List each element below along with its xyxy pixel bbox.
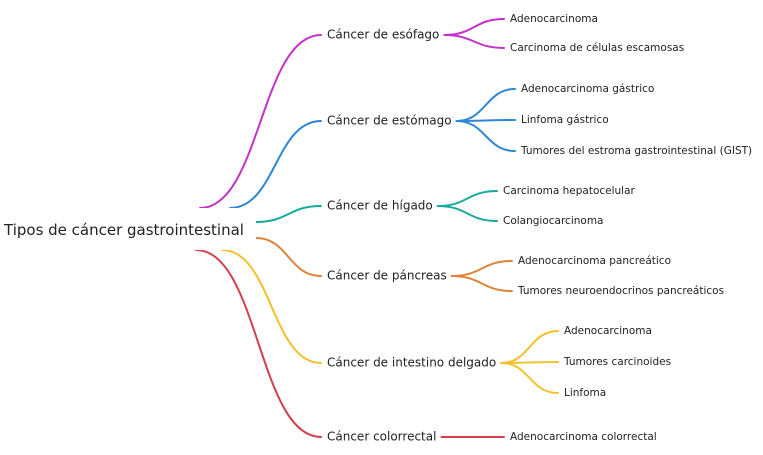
leaf-node-label: Linfoma gástrico [521, 114, 609, 126]
branch-node-label: Cáncer de hígado [327, 199, 433, 213]
leaf-node-label: Colangiocarcinoma [503, 215, 604, 227]
leaf-node-label: Carcinoma hepatocelular [503, 185, 636, 197]
root-to-branch-edge [221, 249, 322, 364]
leaf-node-label: Tumores del estroma gastrointestinal (GI… [520, 145, 752, 157]
leaf-node-label: Linfoma [564, 387, 606, 399]
branch-to-leaf-edge [436, 205, 498, 222]
branch-to-leaf-edge [455, 88, 516, 122]
root-node-box [0, 208, 256, 250]
root-to-branch-edge [255, 237, 322, 277]
branch-to-leaf-edge [443, 18, 505, 36]
root-to-branch-edge [199, 34, 322, 209]
branch-to-leaf-edge [455, 120, 516, 152]
root-to-branch-edge [229, 120, 322, 209]
branch-to-leaf-edge [450, 275, 513, 292]
branch-to-leaf-edge [455, 119, 516, 122]
leaf-node-label: Adenocarcinoma colorrectal [510, 431, 657, 443]
branch-node-label: Cáncer colorrectal [327, 430, 436, 444]
leaf-node-label: Carcinoma de células escamosas [510, 42, 684, 54]
leaf-node-label: Tumores neuroendocrinos pancreáticos [517, 285, 724, 297]
leaf-node-label: Adenocarcinoma [564, 325, 652, 337]
edges-layer [195, 18, 559, 438]
branch-to-leaf-edge [500, 330, 559, 364]
root-node-label: Tipos de cáncer gastrointestinal [3, 221, 244, 239]
branch-to-leaf-edge [450, 260, 513, 277]
leaf-node-label: Adenocarcinoma pancreático [518, 255, 671, 267]
branch-node-label: Cáncer de estómago [327, 114, 452, 128]
branch-to-leaf-edge [500, 361, 559, 364]
root-to-branch-edge [195, 249, 322, 438]
leaf-node-label: Adenocarcinoma [510, 13, 598, 25]
branch-to-leaf-edge [500, 362, 559, 394]
root-to-branch-edge [255, 205, 322, 223]
leaf-node-label: Tumores carcinoides [563, 356, 671, 368]
branch-node-label: Cáncer de intestino delgado [327, 356, 496, 370]
branch-to-leaf-edge [436, 190, 498, 207]
branch-to-leaf-edge [443, 34, 505, 49]
branch-node-label: Cáncer de páncreas [327, 269, 447, 283]
branch-node-label: Cáncer de esófago [327, 28, 439, 42]
nodes-layer: Cáncer de esófagoAdenocarcinomaCarcinoma… [327, 13, 752, 444]
leaf-node-label: Adenocarcinoma gástrico [521, 83, 654, 95]
